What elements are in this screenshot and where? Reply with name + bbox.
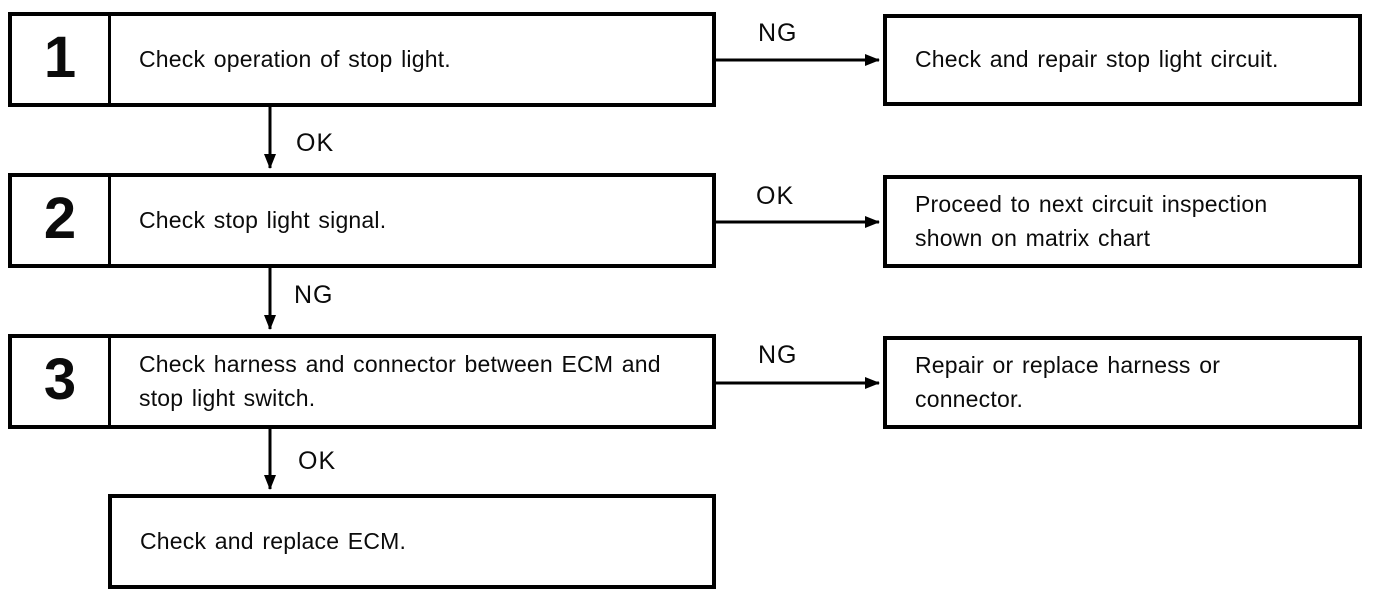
- final-step-text: Check and replace ECM.: [140, 527, 407, 554]
- branch-arrow-label-3: NG: [758, 341, 798, 369]
- result-box-2: Proceed to next circuit inspection shown…: [883, 175, 1362, 268]
- result-box-1: Check and repair stop light circuit.: [883, 14, 1362, 106]
- step-3-number: 3: [12, 338, 111, 425]
- down-arrow-label-3: OK: [298, 447, 337, 475]
- branch-arrow-label-1: NG: [758, 19, 798, 47]
- step-2-number: 2: [12, 177, 111, 264]
- final-step-box: Check and replace ECM.: [108, 494, 716, 589]
- down-arrow-label-2: NG: [294, 281, 334, 309]
- step-box-1: 1 Check operation of stop light.: [8, 12, 716, 107]
- step-box-2: 2 Check stop light signal.: [8, 173, 716, 268]
- step-box-3: 3 Check harness and connector between EC…: [8, 334, 716, 429]
- step-3-text: Check harness and connector between ECM …: [139, 351, 661, 411]
- result-2-text: Proceed to next circuit inspection shown…: [915, 191, 1268, 251]
- down-arrow-label-1: OK: [296, 129, 335, 157]
- result-3-text: Repair or replace harness or connector.: [915, 352, 1221, 412]
- branch-arrow-label-2: OK: [756, 182, 795, 210]
- result-box-3: Repair or replace harness or connector.: [883, 336, 1362, 429]
- step-1-number: 1: [12, 16, 111, 103]
- step-1-text: Check operation of stop light.: [139, 45, 451, 72]
- result-1-text: Check and repair stop light circuit.: [915, 46, 1279, 73]
- step-2-text: Check stop light signal.: [139, 206, 387, 233]
